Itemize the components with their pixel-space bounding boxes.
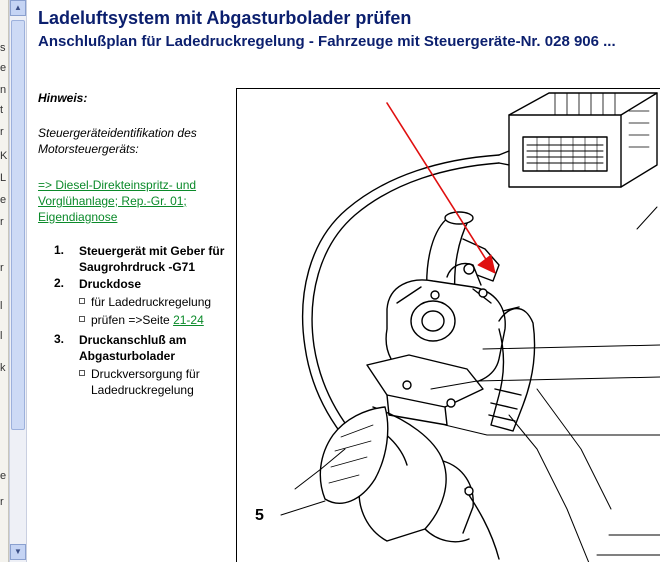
square-bullet-icon	[79, 298, 85, 304]
control-unit	[498, 92, 658, 188]
vacuum-hose	[302, 154, 500, 442]
vacuum-hose-outline	[311, 162, 500, 436]
left-pane-fragment-text: K	[0, 150, 8, 162]
list-item-number: 2.	[54, 276, 65, 290]
list-item-number: 3.	[54, 332, 65, 346]
scroll-up-button[interactable]: ▲	[10, 0, 26, 16]
page-reference-link[interactable]: 21-24	[173, 313, 204, 327]
square-bullet-icon	[79, 370, 85, 376]
sub-list-item: Druckversorgung für Ladedruckregelung	[79, 366, 240, 398]
left-pane-fragment-text: n	[0, 84, 7, 96]
left-pane-fragment-text: r	[0, 496, 4, 508]
sub-list-item-text: für Ladedruckregelung	[91, 295, 212, 309]
chevron-down-icon: ▼	[14, 547, 22, 556]
left-pane-fragment-text: s	[0, 42, 6, 54]
callout-line	[482, 344, 660, 350]
exhaust-pipe	[319, 406, 474, 543]
turbocharger	[366, 262, 506, 426]
turbocharger-illustration	[280, 92, 660, 562]
square-bullet-icon	[79, 316, 85, 322]
left-pane-fragment-text: e	[0, 62, 7, 74]
diagram-callout-5: 5	[255, 507, 264, 524]
left-pane-fragment: s e n t r K L e r r l l k e r	[0, 0, 9, 562]
sub-list-item: prüfen =>Seite 21-24	[79, 312, 240, 328]
connection-diagram: 5	[236, 88, 660, 562]
sub-list: für Ladedruckregelung prüfen =>Seite 21-…	[79, 294, 240, 328]
red-arrow-icon	[386, 102, 496, 274]
left-pane-fragment-text: e	[0, 194, 7, 206]
left-pane-fragment-text: r	[0, 262, 4, 274]
list-item: 2. Druckdose für Ladedruckregelung prüfe…	[50, 276, 240, 328]
sub-list-item-text: Druckversorgung für Ladedruckregelung	[91, 367, 200, 397]
hint-text: Steuergeräteidentifikation des Motorsteu…	[38, 126, 197, 156]
vacuum-line	[464, 488, 500, 560]
callout-line	[280, 500, 326, 516]
vacuum-connector	[464, 486, 474, 496]
left-pane-fragment-text: L	[0, 172, 7, 184]
charge-air-pipe	[488, 306, 536, 432]
list-item: 1. Steuergerät mit Geber für Saugrohrdru…	[50, 243, 240, 275]
scrollbar-thumb[interactable]	[11, 20, 25, 430]
list-item-title: Steuergerät mit Geber für Saugrohrdruck …	[79, 244, 225, 274]
callout-line	[444, 424, 660, 436]
sub-list-item: für Ladedruckregelung	[79, 294, 240, 310]
list-item-title: Druckdose	[79, 277, 142, 291]
left-pane-fragment-text: t	[0, 104, 4, 116]
list-item-number: 1.	[54, 243, 65, 257]
left-pane-fragment-text: r	[0, 126, 4, 138]
scroll-down-button[interactable]: ▼	[10, 544, 26, 560]
parts-list: 1. Steuergerät mit Geber für Saugrohrdru…	[50, 243, 240, 402]
vertical-scrollbar[interactable]: ▲ ▼	[9, 0, 27, 562]
page-subtitle: Anschlußplan für Ladedruckregelung - Fah…	[38, 33, 616, 50]
list-item-title: Druckanschluß am Abgasturbolader	[79, 333, 187, 363]
left-pane-fragment-text: e	[0, 470, 7, 482]
list-item: 3. Druckanschluß am Abgasturbolader Druc…	[50, 332, 240, 398]
callout-line	[430, 376, 660, 390]
hint-label: Hinweis:	[38, 91, 88, 105]
left-pane-fragment-text: r	[0, 216, 4, 228]
document-content: Ladeluftsystem mit Abgasturbolader prüfe…	[28, 0, 660, 562]
diagnosis-reference-link[interactable]: => Diesel-Direkteinspritz- und Vorglühan…	[38, 178, 197, 224]
left-pane-fragment-text: l	[0, 330, 3, 342]
left-pane-fragment-text: k	[0, 362, 6, 374]
sub-list-item-text: prüfen =>Seite	[91, 313, 174, 327]
left-pane-fragment-text: l	[0, 300, 3, 312]
page-title: Ladeluftsystem mit Abgasturbolader prüfe…	[38, 8, 412, 28]
chevron-up-icon: ▲	[14, 3, 22, 12]
sub-list: Druckversorgung für Ladedruckregelung	[79, 366, 240, 398]
